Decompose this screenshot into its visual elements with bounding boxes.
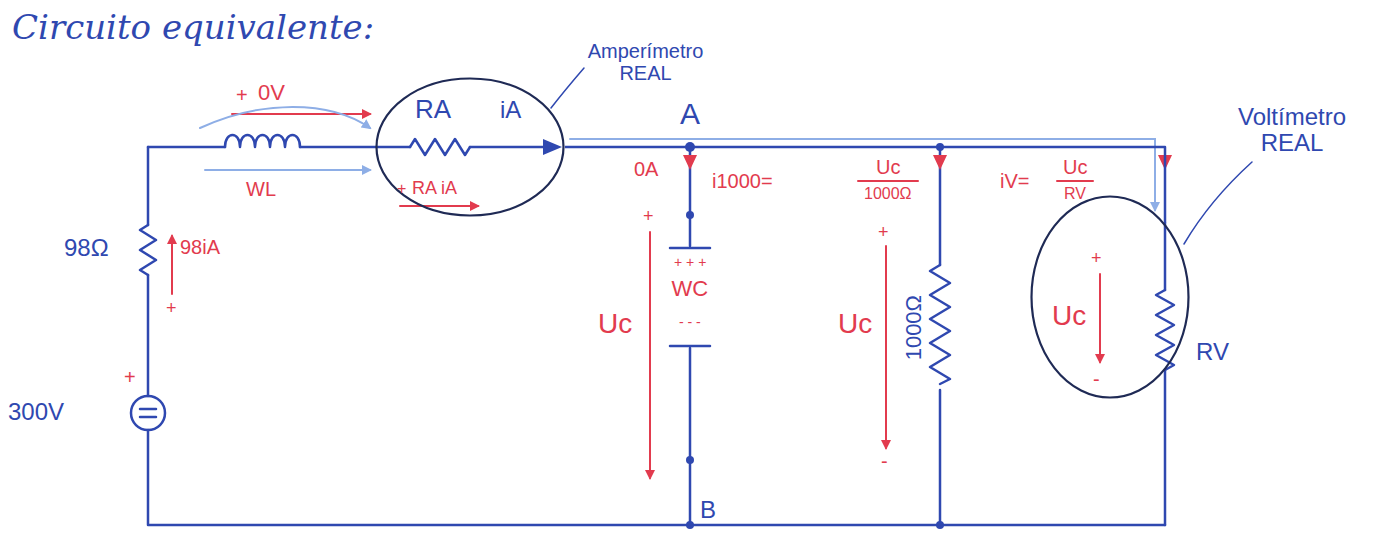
wire-connector — [565, 147, 1165, 223]
polarity-sign: + — [643, 206, 654, 227]
junction-dot — [686, 521, 694, 529]
resistance-value: 1000Ω — [901, 294, 926, 359]
power-flow-arrow — [200, 107, 370, 128]
wire — [147, 275, 150, 396]
inductor-symbol — [225, 135, 300, 147]
wire — [300, 146, 410, 149]
polarity-sign: + — [124, 366, 136, 389]
fraction-numerator: Uc — [876, 156, 900, 179]
current-path — [570, 139, 1155, 210]
meter-heading: Voltímetro REAL — [1212, 104, 1372, 157]
source-symbol — [131, 396, 165, 430]
voltage-arrow — [885, 246, 887, 448]
wire — [1164, 223, 1167, 290]
wire — [470, 146, 545, 149]
diagram-title: Circuito equivalente: — [12, 8, 374, 47]
junction-dot — [936, 521, 944, 529]
voltmeter-circle: Voltímetro REAL+Uc- — [1030, 195, 1190, 399]
meter-heading: Amperímetro REAL — [578, 40, 713, 84]
ellipse-outline — [1030, 195, 1190, 399]
ammeter-circle: Amperímetro REALRAiA+RA iA — [375, 77, 565, 217]
voltage-label: Uc — [598, 308, 632, 340]
polarity-sign: + — [166, 298, 177, 319]
voltage-label: RA iA — [412, 178, 457, 199]
polarity-sign: + — [397, 180, 406, 198]
node-name: A — [680, 97, 700, 132]
wire — [1164, 370, 1167, 525]
wire — [689, 348, 692, 525]
energy-label: WC — [672, 276, 709, 301]
polarity-sign: - — [1093, 368, 1100, 391]
resistor-symbol — [410, 139, 470, 155]
wire — [939, 390, 942, 525]
power-flow-arrow — [205, 169, 370, 171]
voltage-arrow — [171, 236, 173, 294]
polarity-sign: + — [236, 84, 248, 107]
wire — [148, 146, 225, 149]
fraction-numerator: Uc — [1063, 156, 1087, 179]
wire — [147, 147, 150, 225]
charge-signs: - - - — [679, 314, 701, 330]
voltage-arrow — [400, 205, 478, 207]
resistance-label: RV — [1196, 338, 1229, 366]
charge-signs: + + + — [674, 254, 706, 270]
fraction-bar — [1057, 180, 1093, 182]
voltage-arrow — [649, 232, 651, 478]
leader-line — [1184, 162, 1252, 244]
energy-label: WL — [246, 178, 276, 201]
current-arrowhead — [683, 155, 697, 170]
current-label: 0A — [634, 158, 658, 181]
junction-dot — [686, 211, 694, 219]
voltage-label: Uc — [1052, 300, 1086, 332]
junction-dot — [686, 456, 694, 464]
fraction-bar — [858, 180, 918, 182]
current-label: i1000= — [712, 170, 773, 193]
current-label: iA — [500, 96, 521, 124]
voltage-arrow — [232, 113, 370, 115]
leader-line — [551, 68, 584, 108]
current-arrowhead — [543, 139, 562, 155]
polarity-sign: - — [881, 450, 888, 473]
resistor-symbol — [140, 225, 156, 275]
current-arrowhead — [933, 155, 947, 170]
polarity-sign: + — [1091, 248, 1102, 269]
polarity-sign: + — [878, 222, 889, 243]
fraction-denominator: 1000Ω — [864, 185, 912, 203]
voltage-label: 0V — [258, 80, 285, 105]
source-value: 300V — [8, 398, 64, 426]
resistance-value: 98Ω — [64, 234, 109, 262]
current-label: iV= — [1000, 170, 1029, 193]
wire — [148, 430, 1165, 525]
resistor-symbol — [930, 265, 950, 384]
capacitor-symbol — [670, 248, 710, 346]
voltage-label: Uc — [838, 308, 872, 340]
voltage-arrow — [1099, 274, 1101, 362]
fraction-denominator: RV — [1064, 185, 1086, 203]
voltage-label: 98iA — [180, 236, 220, 259]
resistance-label: RA — [415, 95, 451, 125]
node-name: B — [700, 496, 716, 524]
source-symbol — [140, 409, 156, 417]
